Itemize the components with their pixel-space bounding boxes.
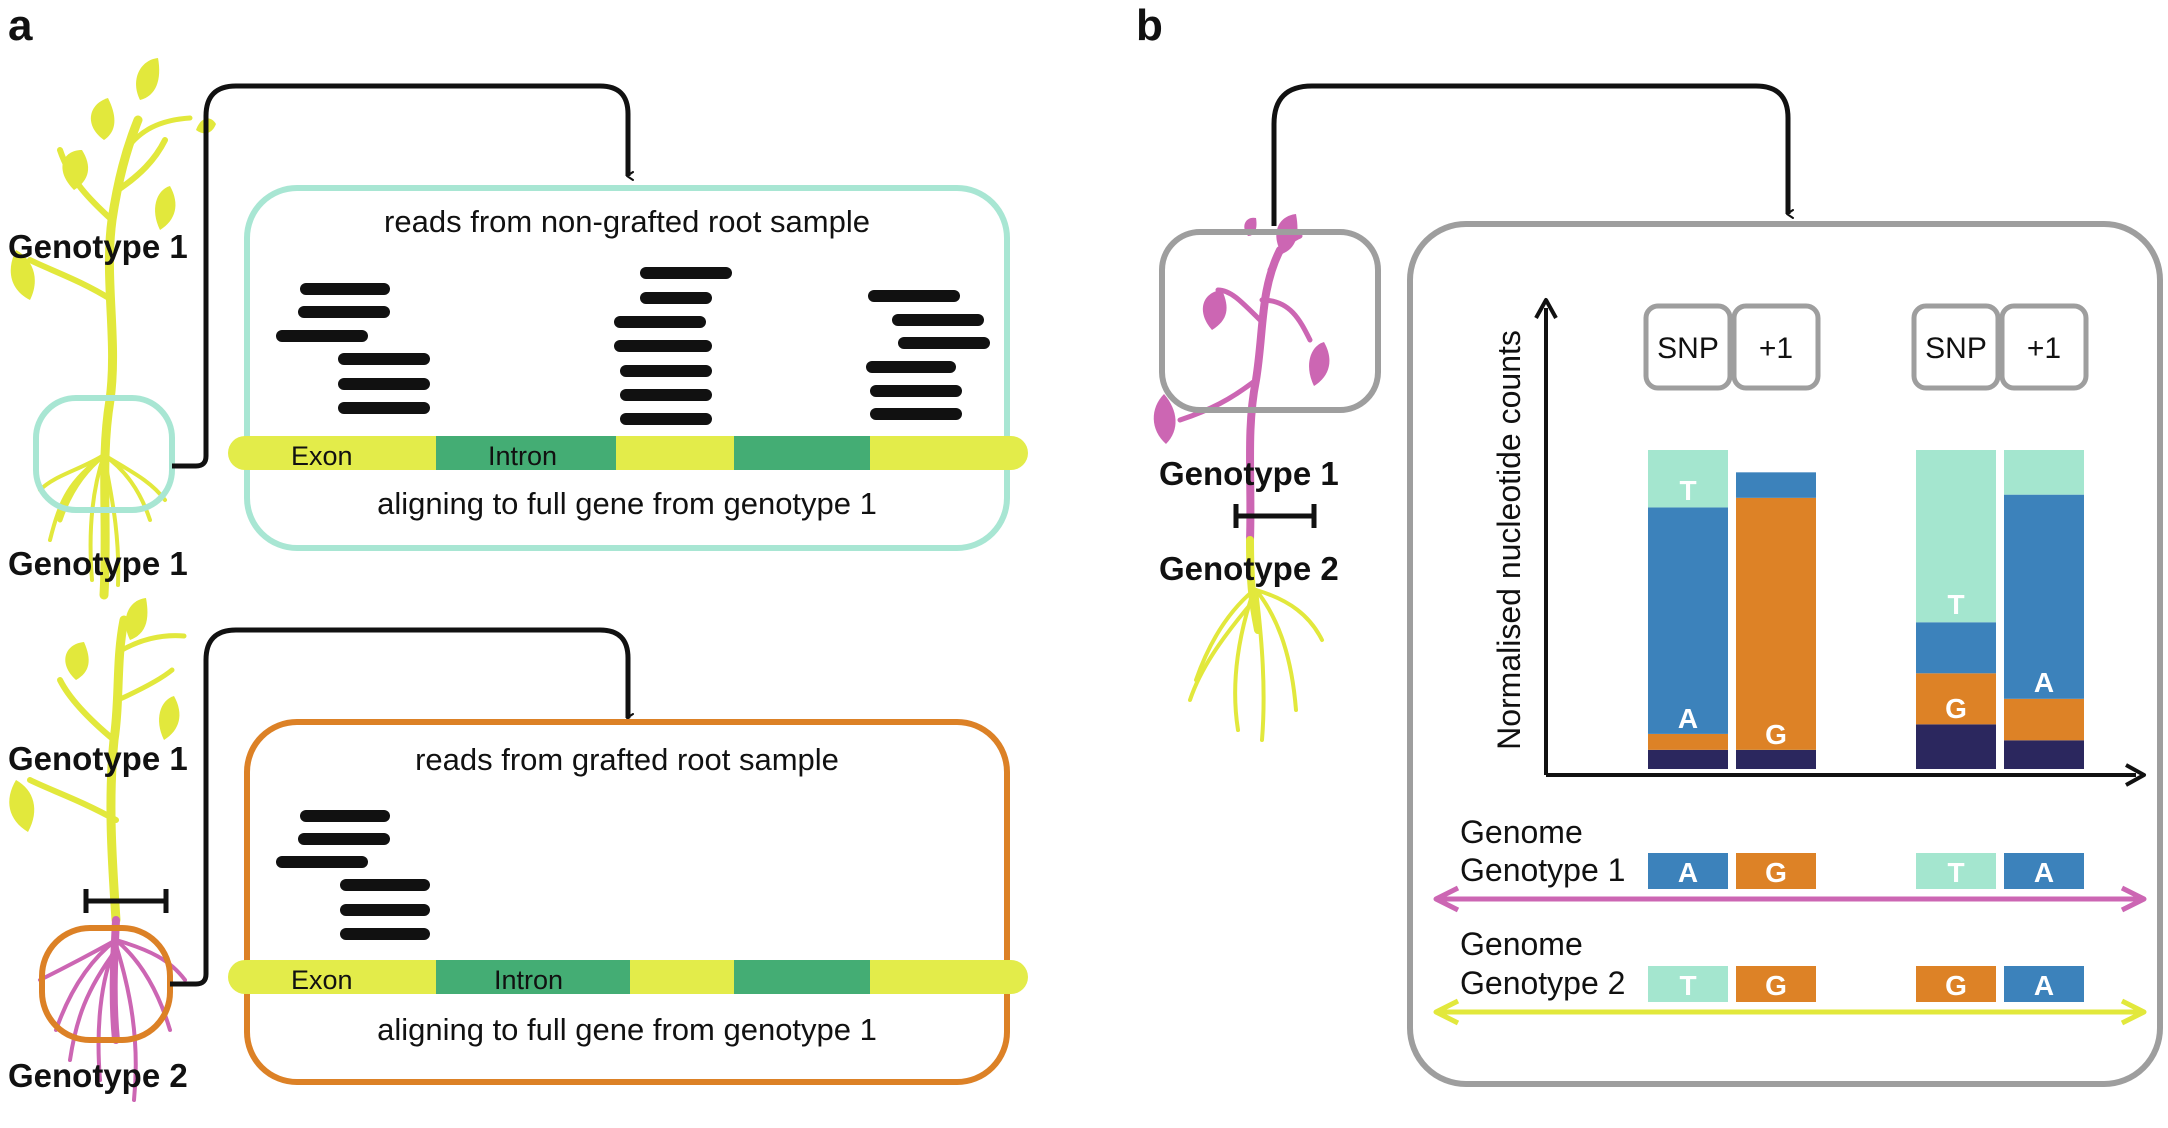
leaves-top xyxy=(10,58,216,300)
genome1-box-0 xyxy=(1648,853,1728,889)
stacked-bars: T A G T G A xyxy=(1648,450,2084,769)
genotype-label-a-bottom-upper: Genotype 1 xyxy=(8,740,188,777)
root-circle-top xyxy=(33,395,175,513)
genome1-box-2 xyxy=(1916,853,1996,889)
button-2 xyxy=(1911,303,2001,391)
chart-box-b xyxy=(1407,221,2163,1087)
button-label-3: +1 xyxy=(2027,332,2061,365)
genome1-allele-3: A xyxy=(2034,857,2054,888)
genome1-arrow-left xyxy=(1433,885,1460,913)
bar-1-seg-0 xyxy=(1736,749,1816,769)
bar-2-seg-3 xyxy=(1916,450,1996,623)
genome2-allele-1: G xyxy=(1765,970,1787,1001)
bar-1-extra-1 xyxy=(1736,472,1816,498)
genotype-label-b-upper: Genotype 1 xyxy=(1159,455,1339,492)
bar-3-seg-1 xyxy=(2004,698,2084,741)
snp-button-group: SNP +1 SNP +1 xyxy=(1643,303,2089,391)
gene-bar-top xyxy=(228,436,1028,470)
genome2-label-line2: Genotype 2 xyxy=(1460,965,1625,1001)
bar-0-seg-2 xyxy=(1648,507,1728,734)
genome2-box-2 xyxy=(1916,966,1996,1002)
bar-2-seg-0 xyxy=(1916,724,1996,769)
bar-2-seg-1 xyxy=(1916,673,1996,725)
genome2-arrow-right xyxy=(2120,998,2147,1026)
reads-bottom xyxy=(276,810,430,940)
bar-2-seg-2 xyxy=(1916,622,1996,674)
box-title-bottom: reads from grafted root sample xyxy=(415,742,839,777)
genome2-box-0 xyxy=(1648,966,1728,1002)
genome2-label-line1: Genome xyxy=(1460,926,1583,962)
genome2-arrow-left xyxy=(1433,998,1460,1026)
bar-0-seg-1 xyxy=(1648,733,1728,750)
gene-bar-bottom xyxy=(228,960,1028,994)
genome2-allele-2: G xyxy=(1945,970,1967,1001)
genome1-allele-1: G xyxy=(1765,857,1787,888)
gene-caption-top: aligning to full gene from genotype 1 xyxy=(377,486,877,521)
y-axis-label: Normalised nucleotide counts xyxy=(1491,330,1527,750)
bar-3-seg-0 xyxy=(2004,740,2084,769)
exon-label-top: Exon xyxy=(291,441,353,471)
bar-label-4: G xyxy=(1945,693,1967,724)
shoot-box-b xyxy=(1159,229,1381,413)
button-label-1: +1 xyxy=(1759,332,1793,365)
bar-1-extra-0 xyxy=(1736,497,1816,750)
connector-arrow-b xyxy=(1271,83,1794,226)
intron-label-top: Intron xyxy=(488,441,557,471)
panel-label-a: a xyxy=(8,1,33,50)
bar-3-seg-2 xyxy=(2004,494,2084,699)
plant-top xyxy=(27,115,193,600)
genome2-allele-0: T xyxy=(1679,970,1696,1001)
plant-b xyxy=(1177,233,1324,742)
bar-label-0: T xyxy=(1679,475,1696,506)
bar-label-1: A xyxy=(1678,703,1698,734)
genome1-box-1 xyxy=(1736,853,1816,889)
genotype-label-b-lower: Genotype 2 xyxy=(1159,550,1339,587)
bar-0-seg-0 xyxy=(1648,749,1728,769)
leaves-bottom xyxy=(9,598,180,832)
leaves-b xyxy=(1153,214,1330,444)
bar-label-3: T xyxy=(1947,589,1964,620)
genome2-allele-3: A xyxy=(2034,970,2054,1001)
bar-3-seg-3 xyxy=(2004,450,2084,495)
panel-label-b: b xyxy=(1136,1,1163,50)
button-1 xyxy=(1731,303,1821,391)
gene-caption-bottom: aligning to full gene from genotype 1 xyxy=(377,1012,877,1047)
connector-arrow-top xyxy=(172,83,634,469)
x-axis-arrow xyxy=(2125,763,2146,787)
bar-label-5: A xyxy=(2034,667,2054,698)
genome1-box-3 xyxy=(2004,853,2084,889)
y-axis-arrow xyxy=(1534,298,1558,319)
plant-bottom xyxy=(27,615,187,1102)
genome1-label-line2: Genotype 1 xyxy=(1460,852,1625,888)
bar-label-2: G xyxy=(1765,719,1787,750)
genome2-box-1 xyxy=(1736,966,1816,1002)
genome1-allele-2: T xyxy=(1947,857,1964,888)
genome1-label-line1: Genome xyxy=(1460,814,1583,850)
button-0 xyxy=(1643,303,1733,391)
button-3 xyxy=(1999,303,2089,391)
genotype-label-a-bottom-lower: Genotype 2 xyxy=(8,1057,188,1094)
genome1-allele-0: A xyxy=(1678,857,1698,888)
genome1-arrow-right xyxy=(2120,885,2147,913)
genotype-label-a-top-lower: Genotype 1 xyxy=(8,545,188,582)
bar-0-seg-3 xyxy=(1648,450,1728,508)
reads-top xyxy=(276,267,990,425)
box-title-top: reads from non-grafted root sample xyxy=(384,204,870,239)
genotype-label-a-top-upper: Genotype 1 xyxy=(8,228,188,265)
button-label-0: SNP xyxy=(1657,332,1719,365)
reads-box-bottom xyxy=(244,719,1010,1085)
button-label-2: SNP xyxy=(1925,332,1987,365)
genome2-box-3 xyxy=(2004,966,2084,1002)
exon-label-bottom: Exon xyxy=(291,965,353,995)
intron-label-bottom: Intron xyxy=(494,965,563,995)
connector-arrow-bottom xyxy=(170,627,634,987)
reads-box-top xyxy=(244,185,1010,551)
